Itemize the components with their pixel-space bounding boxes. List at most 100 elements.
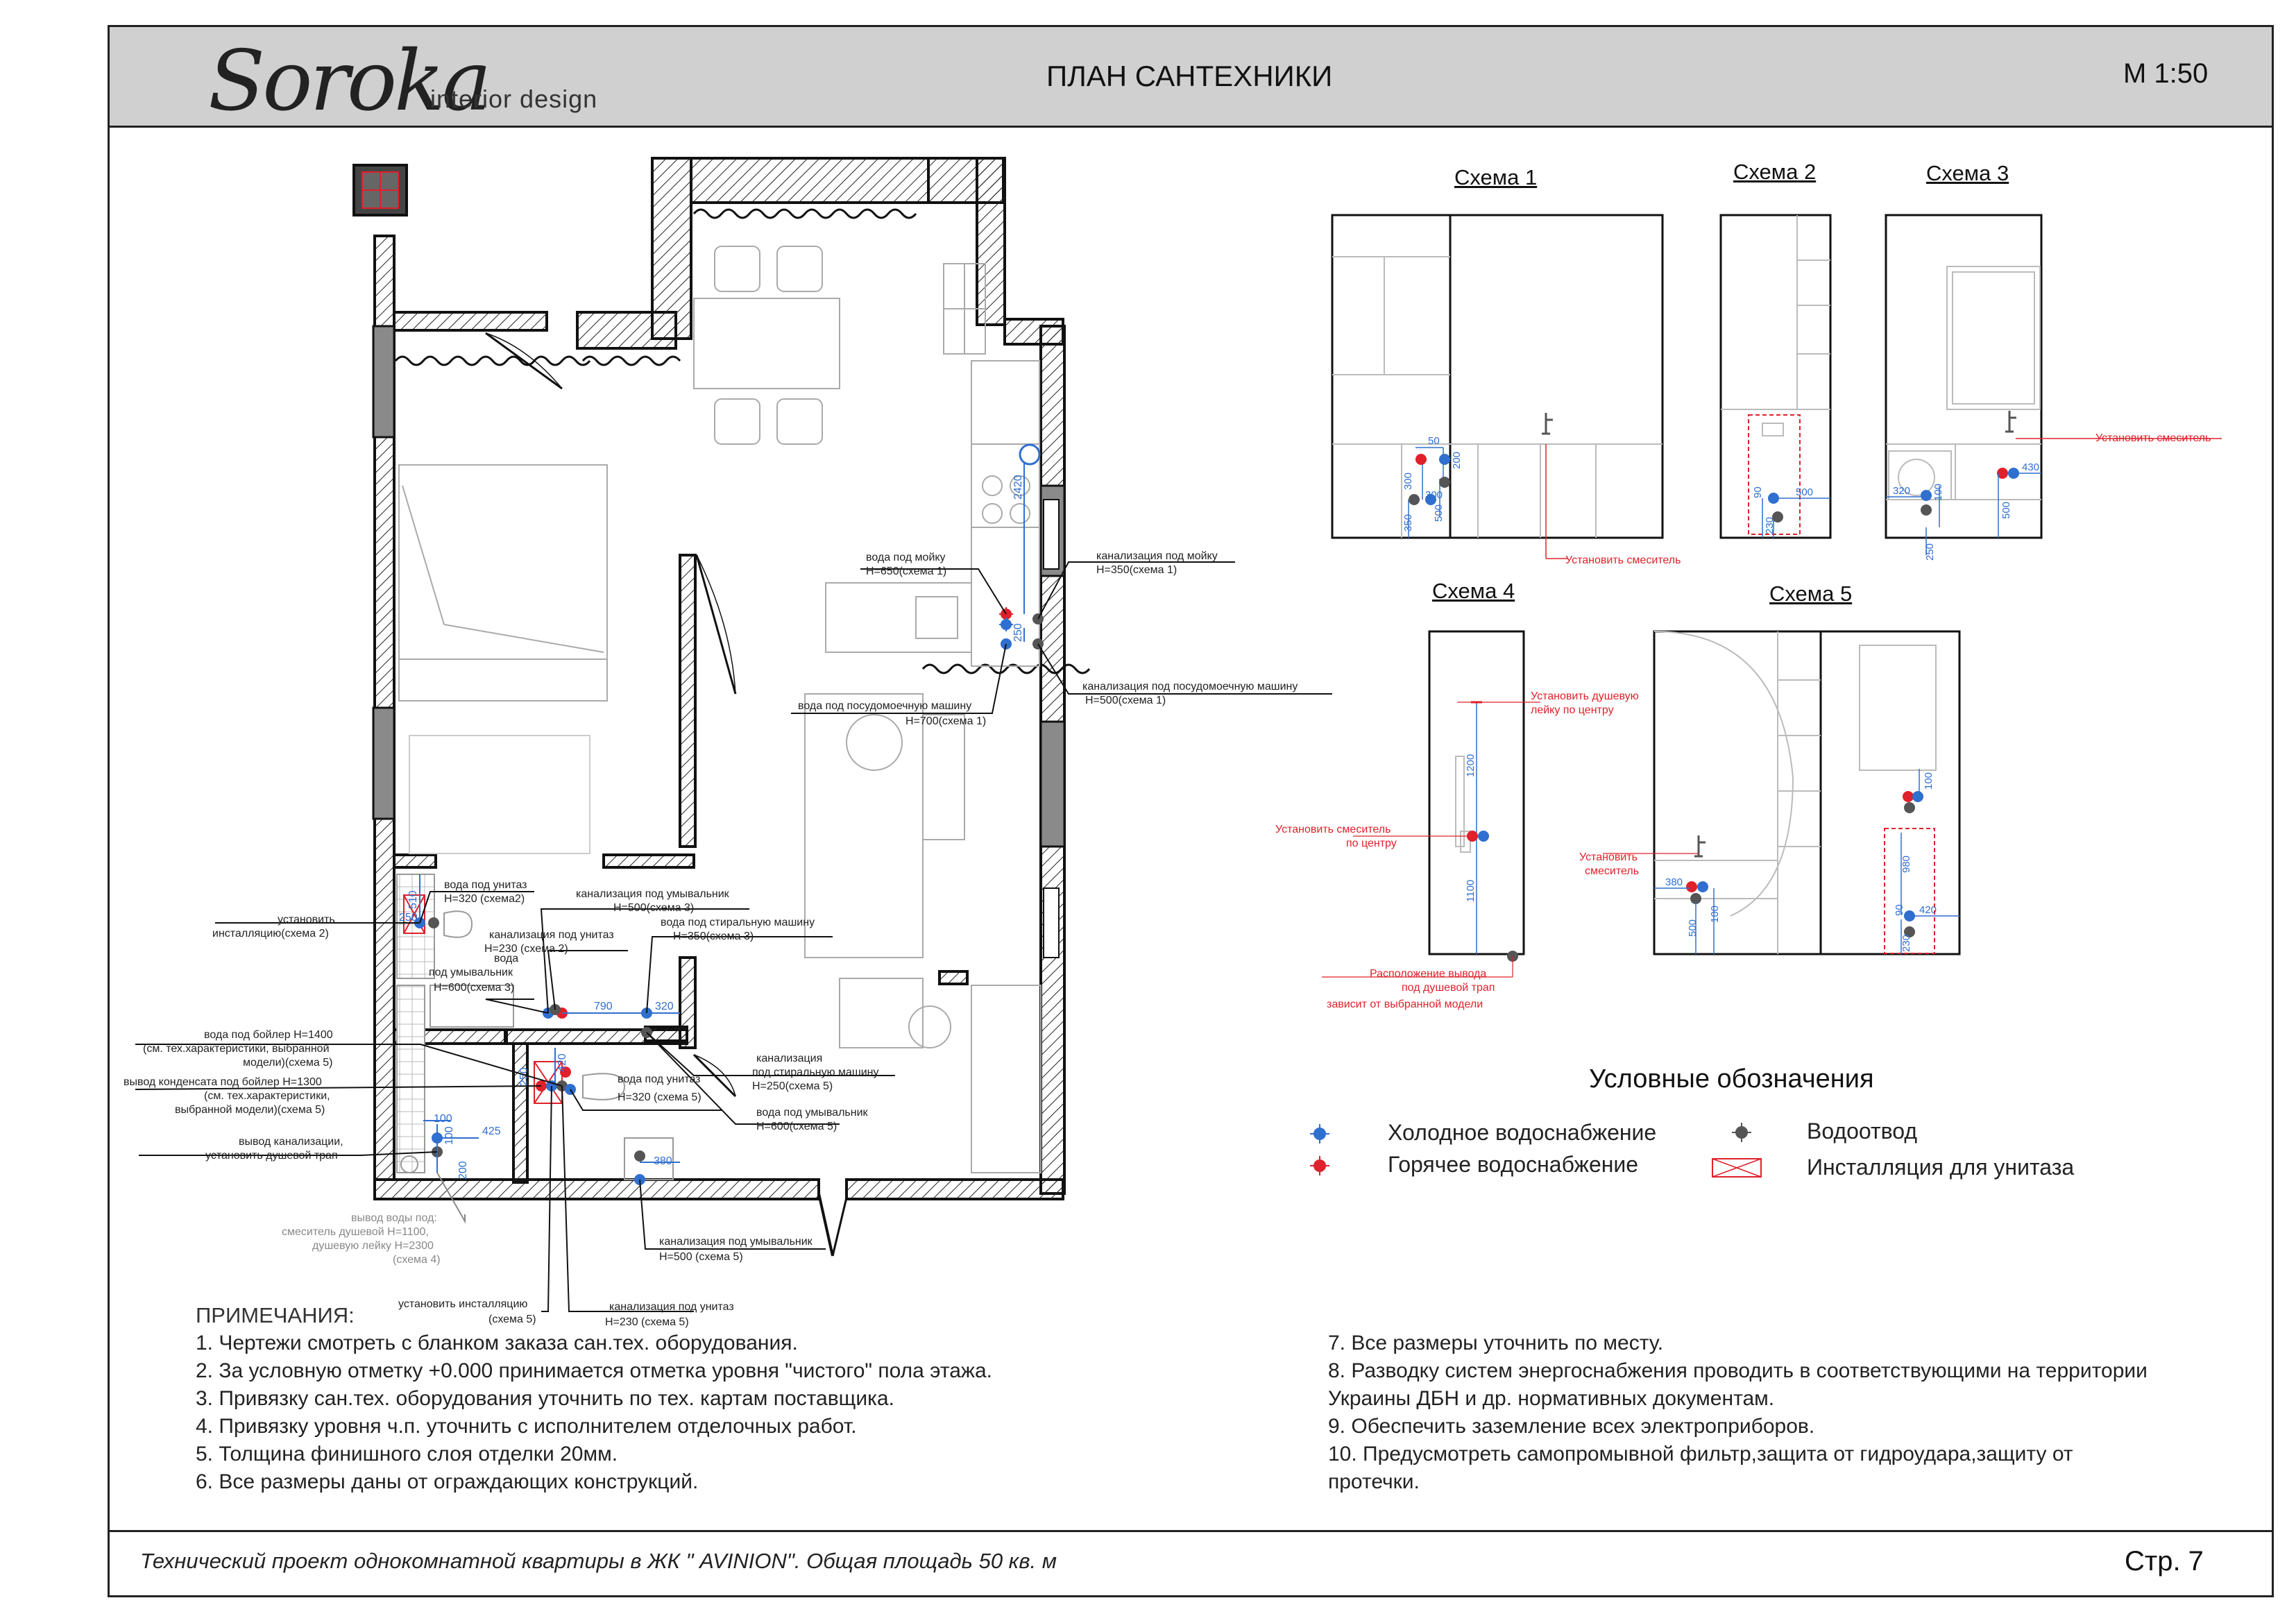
dim-2420: 2420 [1012, 475, 1024, 500]
label-basin2-sewer: канализация под умывальник [659, 1236, 813, 1248]
label-basin2-sewer-h: H=500 (схема 5) [659, 1251, 743, 1263]
label-wm-sewer-h: H=250(схема 5) [752, 1080, 833, 1092]
label-dw-sewer-h: H=500(схема 1) [1085, 695, 1166, 706]
dim-420: 420 [556, 1053, 568, 1072]
note-10-cont: протечки. [1328, 1470, 1420, 1493]
label-sink-water-h: H=650(схема 1) [866, 566, 946, 577]
s1-dim-300-b: 300 [1425, 489, 1443, 501]
scheme-4: 1200 1100 Установить душевую лейку по це… [1275, 630, 1639, 1010]
s5-dim-100-b: 100 [1709, 906, 1721, 923]
label-shower-water: вывод воды под: [351, 1212, 437, 1224]
label-basin-sewer: канализация под умывальник [576, 888, 730, 900]
label-cond: вывод конденсата под бойлер H=1300 [124, 1076, 322, 1088]
s4-note-drain: Расположение вывода [1370, 968, 1486, 980]
note-9: 9. Обеспечить заземление всех электропри… [1328, 1415, 1815, 1438]
scheme-2-title: Схема 2 [1733, 160, 1817, 184]
dim-250-c: 250 [518, 1067, 530, 1086]
notes-heading: ПРИМЕЧАНИЯ: [196, 1303, 355, 1327]
scheme-4-title: Схема 4 [1432, 579, 1515, 603]
page-number: Стр. 7 [2125, 1546, 2204, 1577]
project-description: Технический проект однокомнатной квартир… [140, 1549, 1057, 1573]
s4-note-mixer-2: по центру [1346, 838, 1397, 849]
legend-symbols [1310, 1123, 1762, 1178]
footer-divider [110, 1530, 2272, 1532]
s5-dim-420: 420 [1919, 904, 1937, 916]
title-block [110, 27, 2272, 128]
label-boiler-2: (см. тех.характеристики, выбранной [143, 1043, 330, 1055]
legend-title: Условные обозначения [1589, 1064, 1874, 1094]
label-basin2-water: вода под умывальник [756, 1107, 869, 1119]
dim-510: 510 [407, 890, 419, 909]
s5-note: Установить [1579, 851, 1638, 863]
label-install-3-s: (схема 5) [488, 1314, 536, 1325]
s3-note: Установить смеситель [2095, 432, 2211, 444]
s2-dim-90: 90 [1752, 486, 1764, 498]
s3-dim-430: 430 [2022, 461, 2039, 473]
s1-dim-200: 200 [1451, 452, 1463, 469]
s3-dim-250: 250 [1924, 543, 1936, 561]
s1-dim-350: 350 [1402, 514, 1414, 532]
s1-dim-300-a: 300 [1402, 473, 1414, 490]
s5-dim-230: 230 [1900, 935, 1912, 952]
toilet-installation-icon [1712, 1158, 1762, 1178]
s4-note-shower-head-2: лейку по центру [1531, 704, 1614, 716]
label-shower-sewer-2: установить душевой трап [205, 1150, 338, 1162]
label-wc2-sewer: канализация под унитаз [609, 1301, 734, 1313]
s2-dim-500: 500 [1796, 486, 1813, 498]
label-wm-water: вода под стиральную машину [661, 917, 815, 928]
note-2: 2. За условную отметку +0.000 принимаетс… [196, 1359, 992, 1382]
label-basin-water: вода [494, 953, 518, 965]
company-logo: Soroka [208, 33, 491, 130]
scheme-5-title: Схема 5 [1769, 581, 1853, 606]
notes-left: ПРИМЕЧАНИЯ: 1. Чертежи смотреть с бланко… [196, 1302, 992, 1496]
bed [398, 464, 608, 854]
dim-380: 380 [654, 1155, 672, 1167]
note-7: 7. Все размеры уточнить по месту. [1328, 1332, 1664, 1354]
s5-dim-380: 380 [1665, 876, 1683, 888]
s4-dim-1100: 1100 [1465, 880, 1477, 902]
dim-320: 320 [655, 1001, 674, 1012]
label-wc-sewer: канализация под унитаз [489, 929, 614, 941]
walls [373, 157, 1066, 1200]
hot-water-icon [1310, 1156, 1329, 1175]
scheme-3-title: Схема 3 [1926, 161, 2009, 185]
note-4: 4. Привязку уровня ч.п. уточнить с испол… [196, 1415, 857, 1438]
dim-100: 100 [434, 1113, 452, 1125]
sheet-scale: М 1:50 [2123, 58, 2209, 89]
label-wm-water-h: H=350(схема 3) [673, 931, 754, 942]
dim-250: 250 [1012, 623, 1024, 642]
label-wc-water: вода под унитаз [444, 879, 527, 891]
logo-subtitle: interior design [430, 85, 598, 113]
note-1: 1. Чертежи смотреть с бланком заказа сан… [196, 1332, 798, 1354]
label-wm-sewer-2: под стиральную машину [752, 1067, 879, 1078]
label-sink-sewer: канализация под мойку [1096, 550, 1218, 562]
cold-water-marker [999, 618, 1013, 631]
scheme-3: 430 320 100 500 250 Установить смеситель [1885, 214, 2222, 561]
s4-note-shower-head: Установить душевую [1531, 690, 1639, 702]
label-wc-sewer-h: H=230 (схема 2) [484, 943, 568, 955]
scheme-1: 50 200 300 300 350 500 Установить смесит… [1331, 214, 1681, 566]
dim-250-b: 250 [399, 912, 418, 924]
note-10: 10. Предусмотреть самопромывной фильтр,з… [1328, 1443, 2073, 1465]
label-install: установить [278, 914, 335, 926]
label-boiler-3: модели)(схема 5) [243, 1057, 332, 1069]
legend-drain: Водоотвод [1807, 1119, 1918, 1144]
label-shower-water-3: душевую лейку H=2300 [312, 1240, 434, 1252]
label-basin-water-h: H=600(схема 3) [434, 982, 514, 994]
legend-install: Инсталляция для унитаза [1807, 1155, 2075, 1180]
s5-dim-90: 90 [1894, 904, 1905, 916]
dim-425: 425 [482, 1125, 501, 1137]
label-wm-sewer: канализация [756, 1053, 822, 1064]
sheet-frame [108, 25, 2274, 1597]
label-basin2-water-h: H=600(схема 5) [756, 1121, 837, 1132]
scheme-2: 500 90 230 [1719, 214, 1832, 539]
label-basin-sewer-h: H=500(схема 3) [613, 902, 694, 914]
drain-icon [1732, 1123, 1751, 1142]
label-cond-3: выбранной модели)(схема 5) [175, 1104, 325, 1116]
label-wc2-water-h: H=320 (схема 5) [618, 1091, 701, 1103]
label-install-3: установить инсталляцию [398, 1298, 527, 1310]
label-shower-water-2: смеситель душевой H=1100, [282, 1226, 429, 1238]
s4-note-mixer: Установить смеситель [1275, 824, 1391, 835]
label-sink-water: вода под мойку [866, 552, 946, 563]
